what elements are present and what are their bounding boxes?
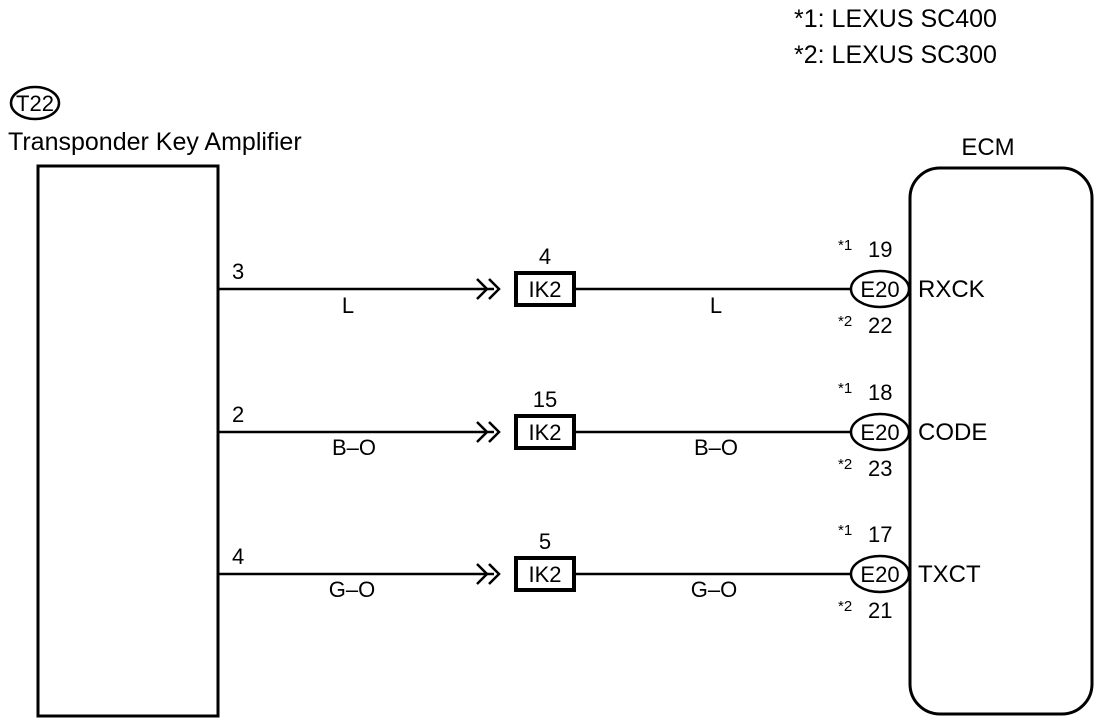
wire-color-right: L [710,293,722,318]
junction-code: IK2 [528,277,561,302]
ecm-pin-sc400: 18 [868,380,892,405]
amp-pin: 2 [232,402,244,427]
connector-chevron [488,278,501,300]
amplifier-box [36,164,220,718]
connector-chevron [488,421,501,443]
junction-pin: 15 [533,387,557,412]
note-mark-sc400: *1 [838,237,852,254]
junction-code: IK2 [528,562,561,587]
ecm-pin-sc300: 23 [868,456,892,481]
note-mark-sc300: *2 [838,598,852,615]
connector-chevron [476,421,489,443]
wire-color-right: B–O [694,435,738,460]
note-mark-sc400: *1 [838,522,852,539]
amp-pin: 4 [232,544,244,569]
ecm-connector-oval [849,554,911,594]
signal-label: CODE [918,419,987,446]
note-mark-sc300: *2 [838,456,852,473]
legend-item-sc300: *2: LEXUS SC300 [794,41,997,69]
ecm-connector-code: E20 [860,420,899,445]
amp-pin: 3 [232,259,244,284]
ecm-box [908,166,1094,716]
signal-label: TXCT [918,561,981,588]
junction-pin: 5 [539,529,551,554]
ecm-connector-code: E20 [860,562,899,587]
wire-color-left: L [342,293,354,318]
wire-color-left: G–O [329,577,375,602]
note-mark-sc400: *1 [838,380,852,397]
ecm-pin-sc400: 19 [868,237,892,262]
amplifier-connector-oval [9,85,61,121]
wire-color-right: G–O [691,577,737,602]
ecm-pin-sc400: 17 [868,522,892,547]
junction-pin: 4 [539,244,551,269]
junction-code: IK2 [528,420,561,445]
ecm-connector-oval [849,269,911,309]
connector-chevron [488,563,501,585]
connector-chevron [476,563,489,585]
legend-item-sc400: *1: LEXUS SC400 [794,5,997,33]
wire-color-left: B–O [332,435,376,460]
connector-chevron [476,278,489,300]
amplifier-connector-code: T22 [16,91,54,116]
ecm-connector-code: E20 [860,277,899,302]
circuit-rxck: 3 L 4 IK2 L *1 19 E20 *2 22 RXCK [218,237,985,338]
amplifier-title: Transponder Key Amplifier [8,128,302,156]
signal-label: RXCK [918,276,985,303]
ecm-title: ECM [961,134,1014,161]
ecm-connector-oval [849,412,911,452]
ecm-pin-sc300: 22 [868,313,892,338]
circuit-code: 2 B–O 15 IK2 B–O *1 18 E20 *2 23 CODE [218,380,987,481]
ecm-pin-sc300: 21 [868,598,892,623]
circuit-txct: 4 G–O 5 IK2 G–O *1 17 E20 *2 21 TXCT [218,522,981,623]
note-mark-sc300: *2 [838,313,852,330]
